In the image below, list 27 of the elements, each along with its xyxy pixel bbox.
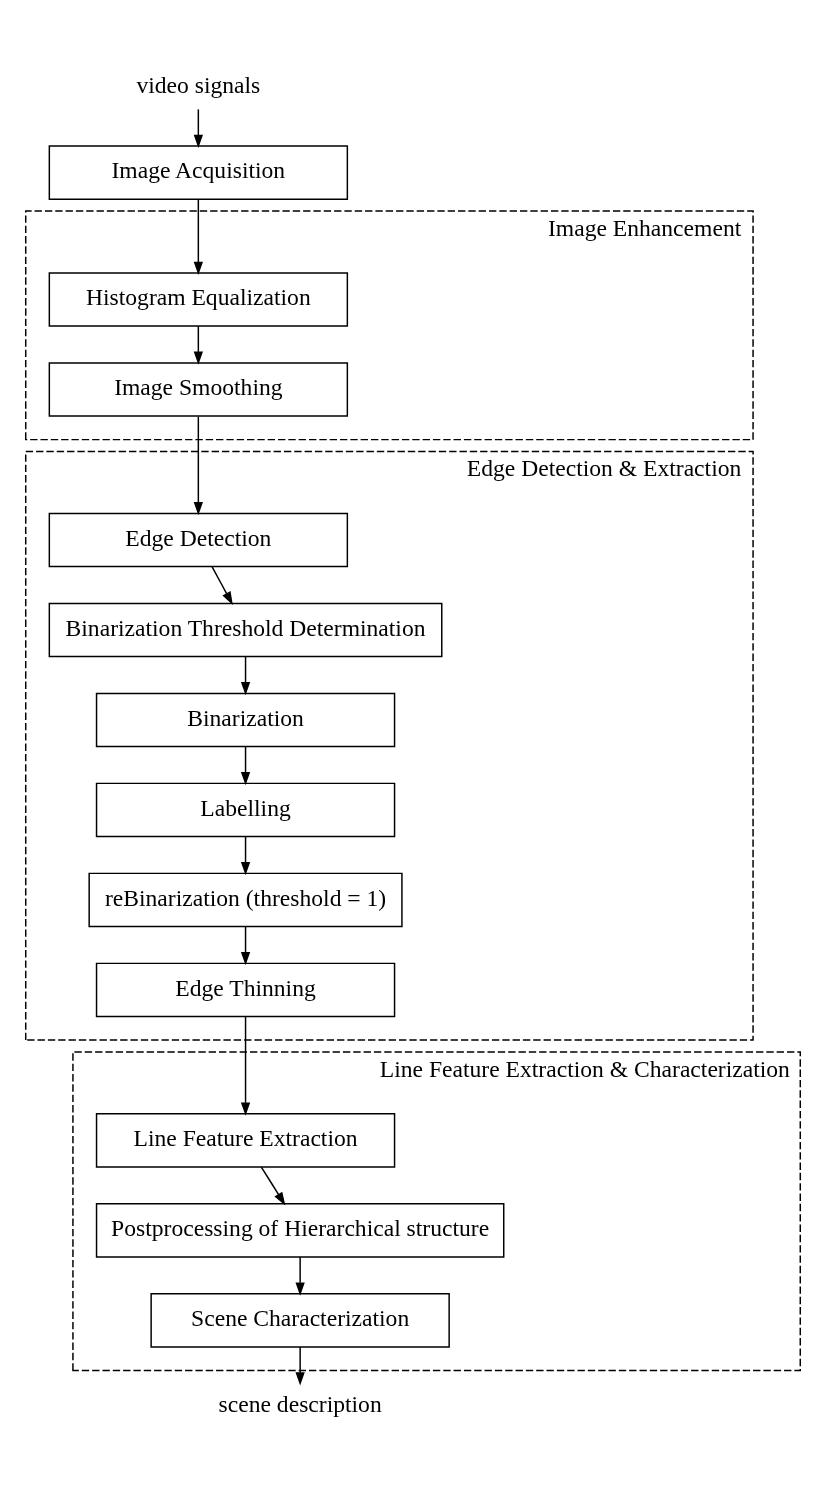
- node-box: Histogram Equalization: [48, 271, 349, 327]
- arrow: [240, 925, 251, 965]
- arrow: [193, 415, 203, 515]
- arrow: [193, 198, 203, 275]
- node-box: Edge Detection: [48, 512, 349, 567]
- node-box: Line Feature Extraction: [95, 1112, 396, 1168]
- node-box: Binarization Threshold Determination: [48, 602, 443, 657]
- node-box: Scene Characterization: [150, 1292, 450, 1348]
- node-text: video signals: [136, 71, 261, 98]
- node-box: Image Acquisition: [48, 144, 349, 200]
- node-box: Labelling: [95, 782, 396, 837]
- arrow: [240, 745, 251, 785]
- arrow: [193, 324, 203, 365]
- arrow: [240, 835, 251, 875]
- node-box: Image Smoothing: [48, 361, 349, 417]
- arrow: [260, 1165, 286, 1205]
- node-box: Edge Thinning: [95, 962, 396, 1017]
- arrow: [193, 108, 203, 148]
- arrow: [240, 1015, 251, 1116]
- arrow: [211, 565, 233, 605]
- node-box: Postprocessing of Hierarchical structure: [95, 1202, 505, 1258]
- node-box: Binarization: [95, 692, 396, 747]
- arrow: [295, 1255, 305, 1296]
- arrow: [295, 1345, 305, 1386]
- node-text: scene description: [218, 1390, 382, 1417]
- arrow: [240, 655, 251, 695]
- node-box: reBinarization (threshold = 1): [88, 872, 403, 927]
